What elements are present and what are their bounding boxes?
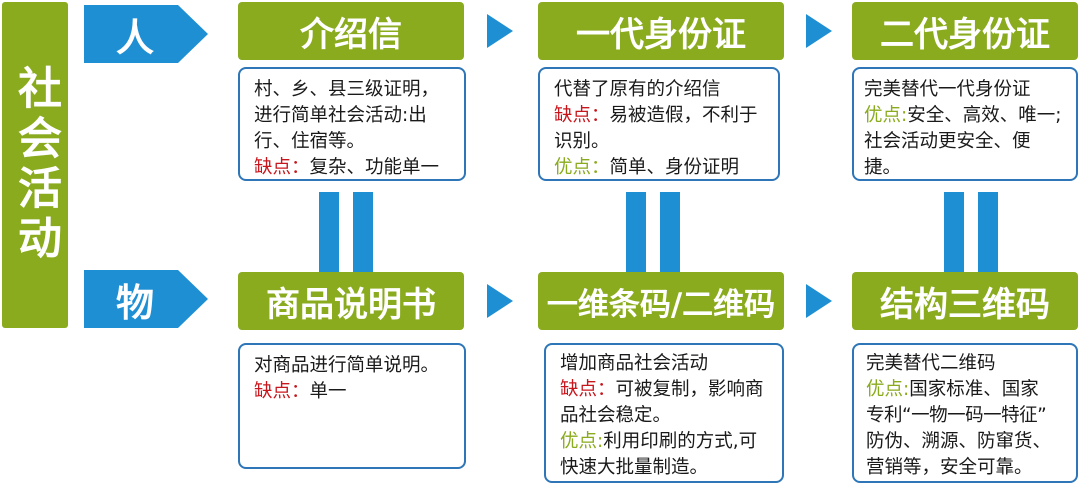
advantage-label: 优点: [560, 431, 604, 452]
advantage-text: 利用印刷的方式,可 [603, 431, 758, 452]
description-line: 完美替代二维码 [866, 353, 996, 374]
drawback-label: 缺点： [254, 157, 310, 178]
description-line: 进行简单社会活动:出 [254, 105, 427, 126]
description-line: 村、乡、县三级证明， [254, 79, 440, 100]
description-line: 优点：简单、身份证明 [554, 155, 768, 181]
flow-arrow-icon [487, 284, 513, 318]
description-line: 完美替代一代身份证 [864, 79, 1031, 100]
stage-description-box: 完美替代二维码 优点:国家标准、国家 专利“一物一码一特征” 防伪、溯源、防窜货… [852, 343, 1078, 483]
description-line: 专利“一物一码一特征” [866, 405, 1047, 426]
description-line: 增加商品社会活动 [560, 353, 709, 374]
stage-description-box: 对商品进行简单说明。 缺点：单一 [238, 343, 466, 469]
description-line: 缺点：复杂、功能单一 [254, 155, 454, 181]
row-label-object: 物 [84, 270, 208, 328]
description-line: 防伪、溯源、防窜货、 [866, 431, 1052, 452]
row-label-person: 人 [84, 5, 208, 63]
description-line: 品社会稳定。 [560, 405, 672, 426]
row-label-text: 物 [116, 280, 155, 325]
description-line: 社会活动更安全、便捷。 [864, 131, 1031, 178]
stage-header-second-gen-id: 二代身份证 [852, 2, 1078, 60]
stage-description-box: 完美替代一代身份证 优点:安全、高效、唯一; 社会活动更安全、便捷。 [852, 67, 1078, 181]
row-label-text: 人 [116, 15, 155, 60]
description-line: 缺点：可被复制，影响商 [560, 377, 772, 403]
drawback-text: 可被复制，影响商 [615, 379, 764, 400]
drawback-label: 缺点： [554, 105, 610, 126]
advantage-label: 优点: [866, 379, 910, 400]
advantage-label: 优点: [864, 105, 908, 126]
stage-description-box: 增加商品社会活动 缺点：可被复制，影响商 品社会稳定。 优点:利用印刷的方式,可… [544, 343, 784, 483]
stage-header-3d-structure-code: 结构三维码 [852, 272, 1078, 330]
description-line: 优点:国家标准、国家 [866, 377, 1066, 403]
description-line: 缺点：易被造假，不利于 [554, 103, 768, 129]
drawback-label: 缺点： [560, 379, 616, 400]
stage-header-barcode-qrcode: 一维条码/二维码 [538, 272, 784, 330]
stage-description-box: 村、乡、县三级证明， 进行简单社会活动:出 行、住宿等。 缺点：复杂、功能单一 [238, 67, 466, 181]
description-line: 快速大批量制造。 [560, 457, 709, 478]
equals-sign-icon [319, 192, 375, 282]
equals-sign-icon [944, 192, 1000, 282]
advantage-text: 简单、身份证明 [609, 157, 740, 178]
stage-header-first-gen-id: 一代身份证 [538, 2, 784, 60]
drawback-label: 缺点： [254, 381, 310, 402]
drawback-text: 单一 [309, 381, 347, 402]
description-line: 代替了原有的介绍信 [554, 79, 721, 100]
description-line: 识别。 [554, 131, 610, 152]
stage-description-box: 代替了原有的介绍信 缺点：易被造假，不利于 识别。 优点：简单、身份证明 [538, 67, 780, 181]
stage-header-product-manual: 商品说明书 [238, 272, 464, 330]
side-title-block: 社会活动 [2, 2, 68, 328]
advantage-text: 国家标准、国家 [909, 379, 1039, 400]
advantage-label: 优点： [554, 157, 610, 178]
flow-arrow-icon [806, 14, 832, 48]
flow-arrow-icon [806, 284, 832, 318]
side-title: 社会活动 [10, 65, 61, 265]
description-line: 营销等，安全可靠。 [866, 457, 1033, 478]
equals-sign-icon [626, 192, 682, 282]
drawback-text: 易被造假，不利于 [609, 105, 758, 126]
stage-header-intro-letter: 介绍信 [238, 2, 464, 60]
drawback-text: 复杂、功能单一 [309, 157, 440, 178]
description-line: 优点:利用印刷的方式,可 [560, 429, 772, 455]
flow-arrow-icon [487, 14, 513, 48]
description-line: 缺点：单一 [254, 379, 454, 405]
description-line: 优点:安全、高效、唯一; [864, 103, 1066, 129]
row-label-arrow-shape [84, 5, 208, 63]
advantage-text: 安全、高效、唯一; [907, 105, 1062, 126]
description-line: 行、住宿等。 [254, 131, 366, 152]
description-line: 对商品进行简单说明。 [254, 355, 440, 376]
row-label-arrow-shape [84, 270, 208, 328]
